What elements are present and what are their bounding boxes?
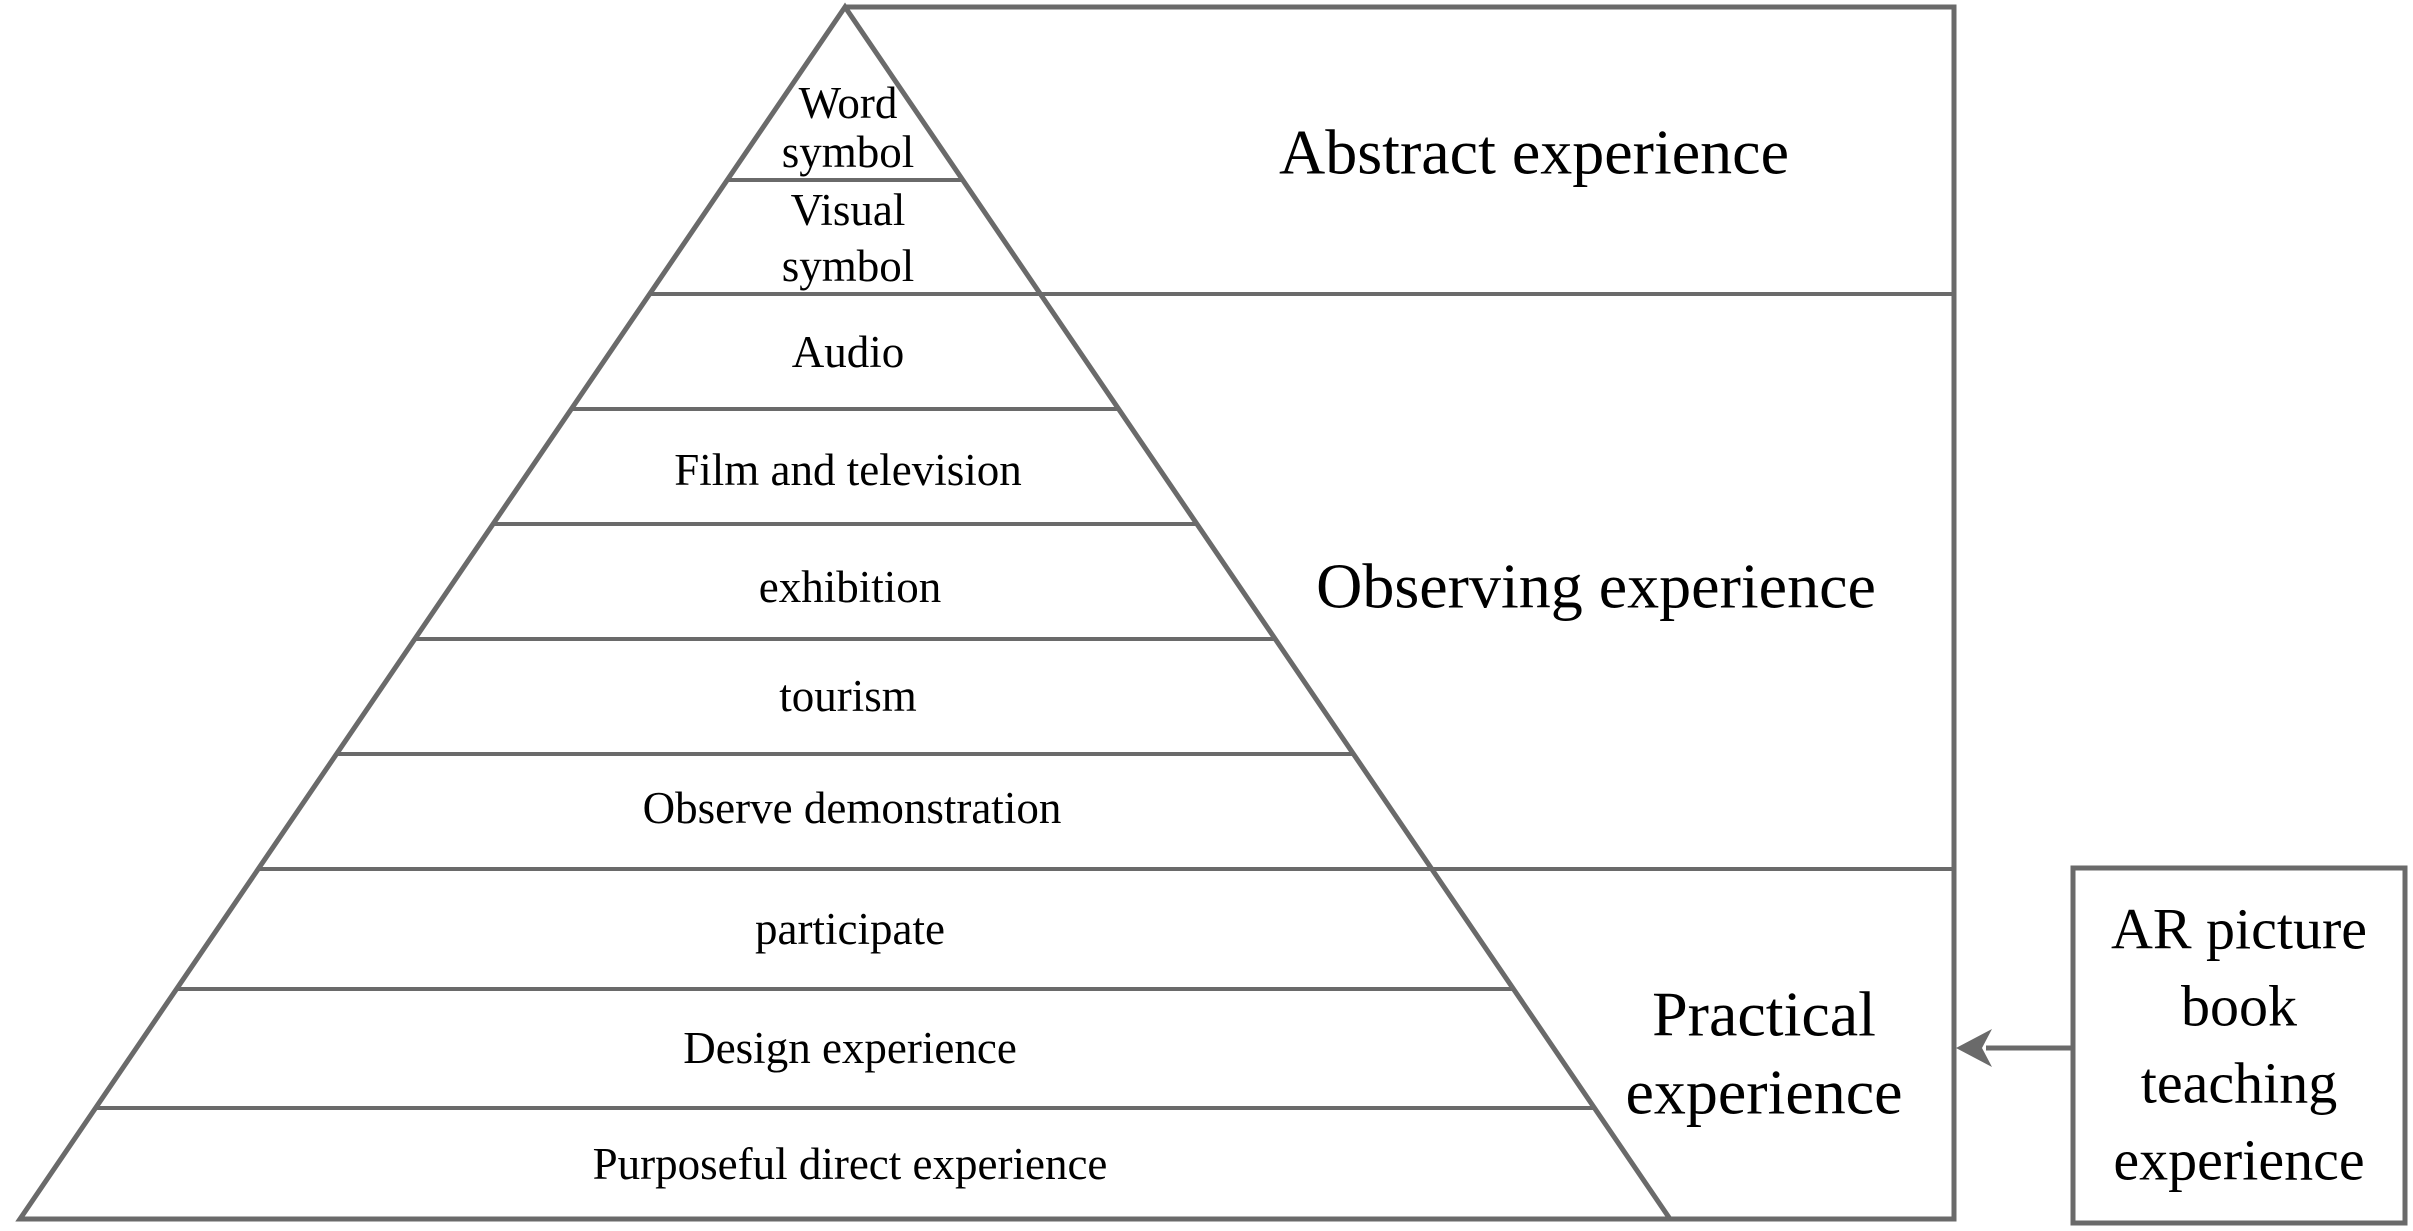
section-label-abstract-experience: Abstract experience	[1279, 117, 1789, 188]
ar-annotation-box	[2070, 865, 2408, 1226]
section-label-observing-experience: Observing experience	[1316, 551, 1876, 622]
section-label-practical-experience-line1: Practical	[1652, 979, 1876, 1050]
ar-box-label-line1: AR picture	[2111, 897, 2367, 962]
level-label-visual-symbol-line1: Visual	[791, 185, 906, 235]
pyramid-outline	[15, 2, 1675, 1222]
level-label-audio: Audio	[792, 327, 905, 377]
section-label-practical-experience-line2: experience	[1625, 1057, 1902, 1128]
level-label-word-symbol-line2: symbol	[782, 127, 915, 177]
level-label-participate: participate	[755, 904, 945, 954]
level-label-visual-symbol-line2: symbol	[782, 241, 915, 291]
level-label-film-and-television: Film and television	[674, 445, 1021, 495]
ar-box-label-line3: teaching	[2141, 1051, 2337, 1116]
level-label-exhibition: exhibition	[759, 562, 941, 612]
ar-box-label-line2: book	[2181, 974, 2297, 1039]
level-label-word-symbol-line1: Word	[799, 78, 898, 128]
level-label-purposeful-direct-experience: Purposeful direct experience	[593, 1139, 1108, 1189]
level-label-tourism: tourism	[779, 671, 917, 721]
level-label-design-experience: Design experience	[683, 1023, 1017, 1073]
arrow-head-left-icon	[1956, 1029, 1992, 1067]
level-label-observe-demonstration: Observe demonstration	[643, 783, 1062, 833]
ar-box-label-line4: experience	[2113, 1128, 2364, 1193]
ar-connector-arrow	[1956, 1029, 2071, 1067]
